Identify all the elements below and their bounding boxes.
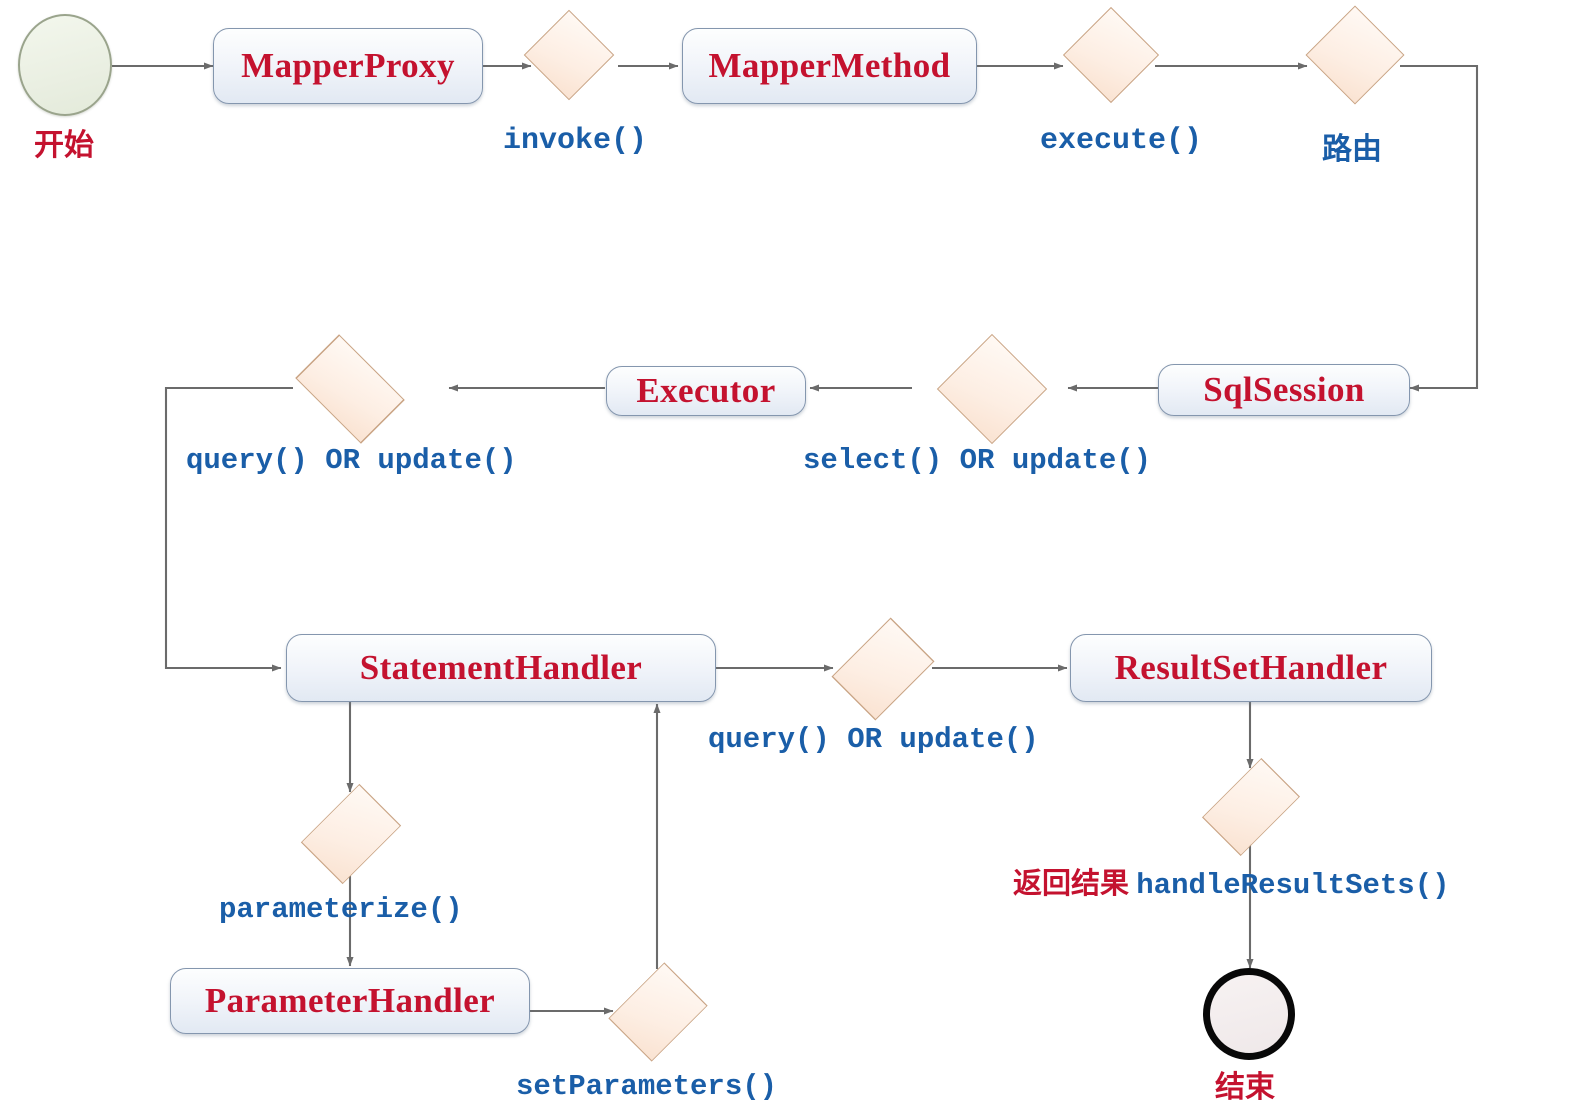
decision-query-or-update-mid[interactable] — [831, 617, 935, 721]
node-executor-label: Executor — [636, 371, 776, 410]
decision-query-or-update-left[interactable] — [295, 334, 405, 444]
decision-set-parameters[interactable] — [608, 962, 708, 1062]
node-result-set-handler[interactable]: ResultSetHandler — [1070, 634, 1432, 702]
node-parameter-handler-label: ParameterHandler — [204, 981, 496, 1020]
start-node[interactable] — [18, 14, 112, 116]
node-mapper-method-label: MapperMethod — [708, 46, 951, 85]
decision-handle-result-sets-label: 返回结果 handleResultSets() — [1013, 860, 1450, 902]
decision-execute-label: execute() — [1040, 124, 1203, 158]
node-mapper-method[interactable]: MapperMethod — [682, 28, 977, 104]
node-mapper-proxy[interactable]: MapperProxy — [213, 28, 483, 104]
end-node[interactable] — [1203, 968, 1295, 1060]
node-statement-handler[interactable]: StatementHandler — [286, 634, 716, 702]
start-node-label: 开始 — [34, 129, 94, 162]
decision-route[interactable] — [1305, 5, 1405, 105]
decision-execute[interactable] — [1062, 6, 1160, 104]
node-mapper-proxy-label: MapperProxy — [241, 46, 455, 85]
edge-route-to-sqlsession — [1400, 64, 1479, 392]
decision-select-or-update-label: select() OR update() — [803, 444, 1152, 477]
decision-parameterize[interactable] — [300, 783, 402, 885]
node-executor[interactable]: Executor — [606, 366, 806, 416]
decision-set-parameters-label: setParameters() — [516, 1070, 778, 1103]
node-result-set-handler-label: ResultSetHandler — [1114, 648, 1388, 687]
node-sql-session[interactable]: SqlSession — [1158, 364, 1410, 416]
decision-handle-result-sets[interactable] — [1201, 757, 1301, 857]
decision-select-or-update[interactable] — [936, 333, 1048, 445]
decision-query-or-update-left-label: query() OR update() — [186, 444, 517, 477]
decision-route-label: 路由 — [1322, 133, 1382, 166]
decision-invoke[interactable] — [523, 9, 615, 101]
decision-query-or-update-mid-label: query() OR update() — [708, 723, 1039, 756]
node-sql-session-label: SqlSession — [1203, 370, 1365, 409]
end-node-label: 结束 — [1215, 1071, 1275, 1104]
decision-invoke-label: invoke() — [503, 124, 648, 158]
return-result-text: 返回结果 — [1013, 868, 1130, 900]
node-parameter-handler[interactable]: ParameterHandler — [170, 968, 530, 1034]
edge-queryupdate-to-statementhandler — [164, 386, 293, 672]
handle-result-sets-text: handleResultSets() — [1136, 869, 1450, 902]
node-statement-handler-label: StatementHandler — [359, 648, 643, 687]
decision-parameterize-label: parameterize() — [219, 893, 463, 926]
